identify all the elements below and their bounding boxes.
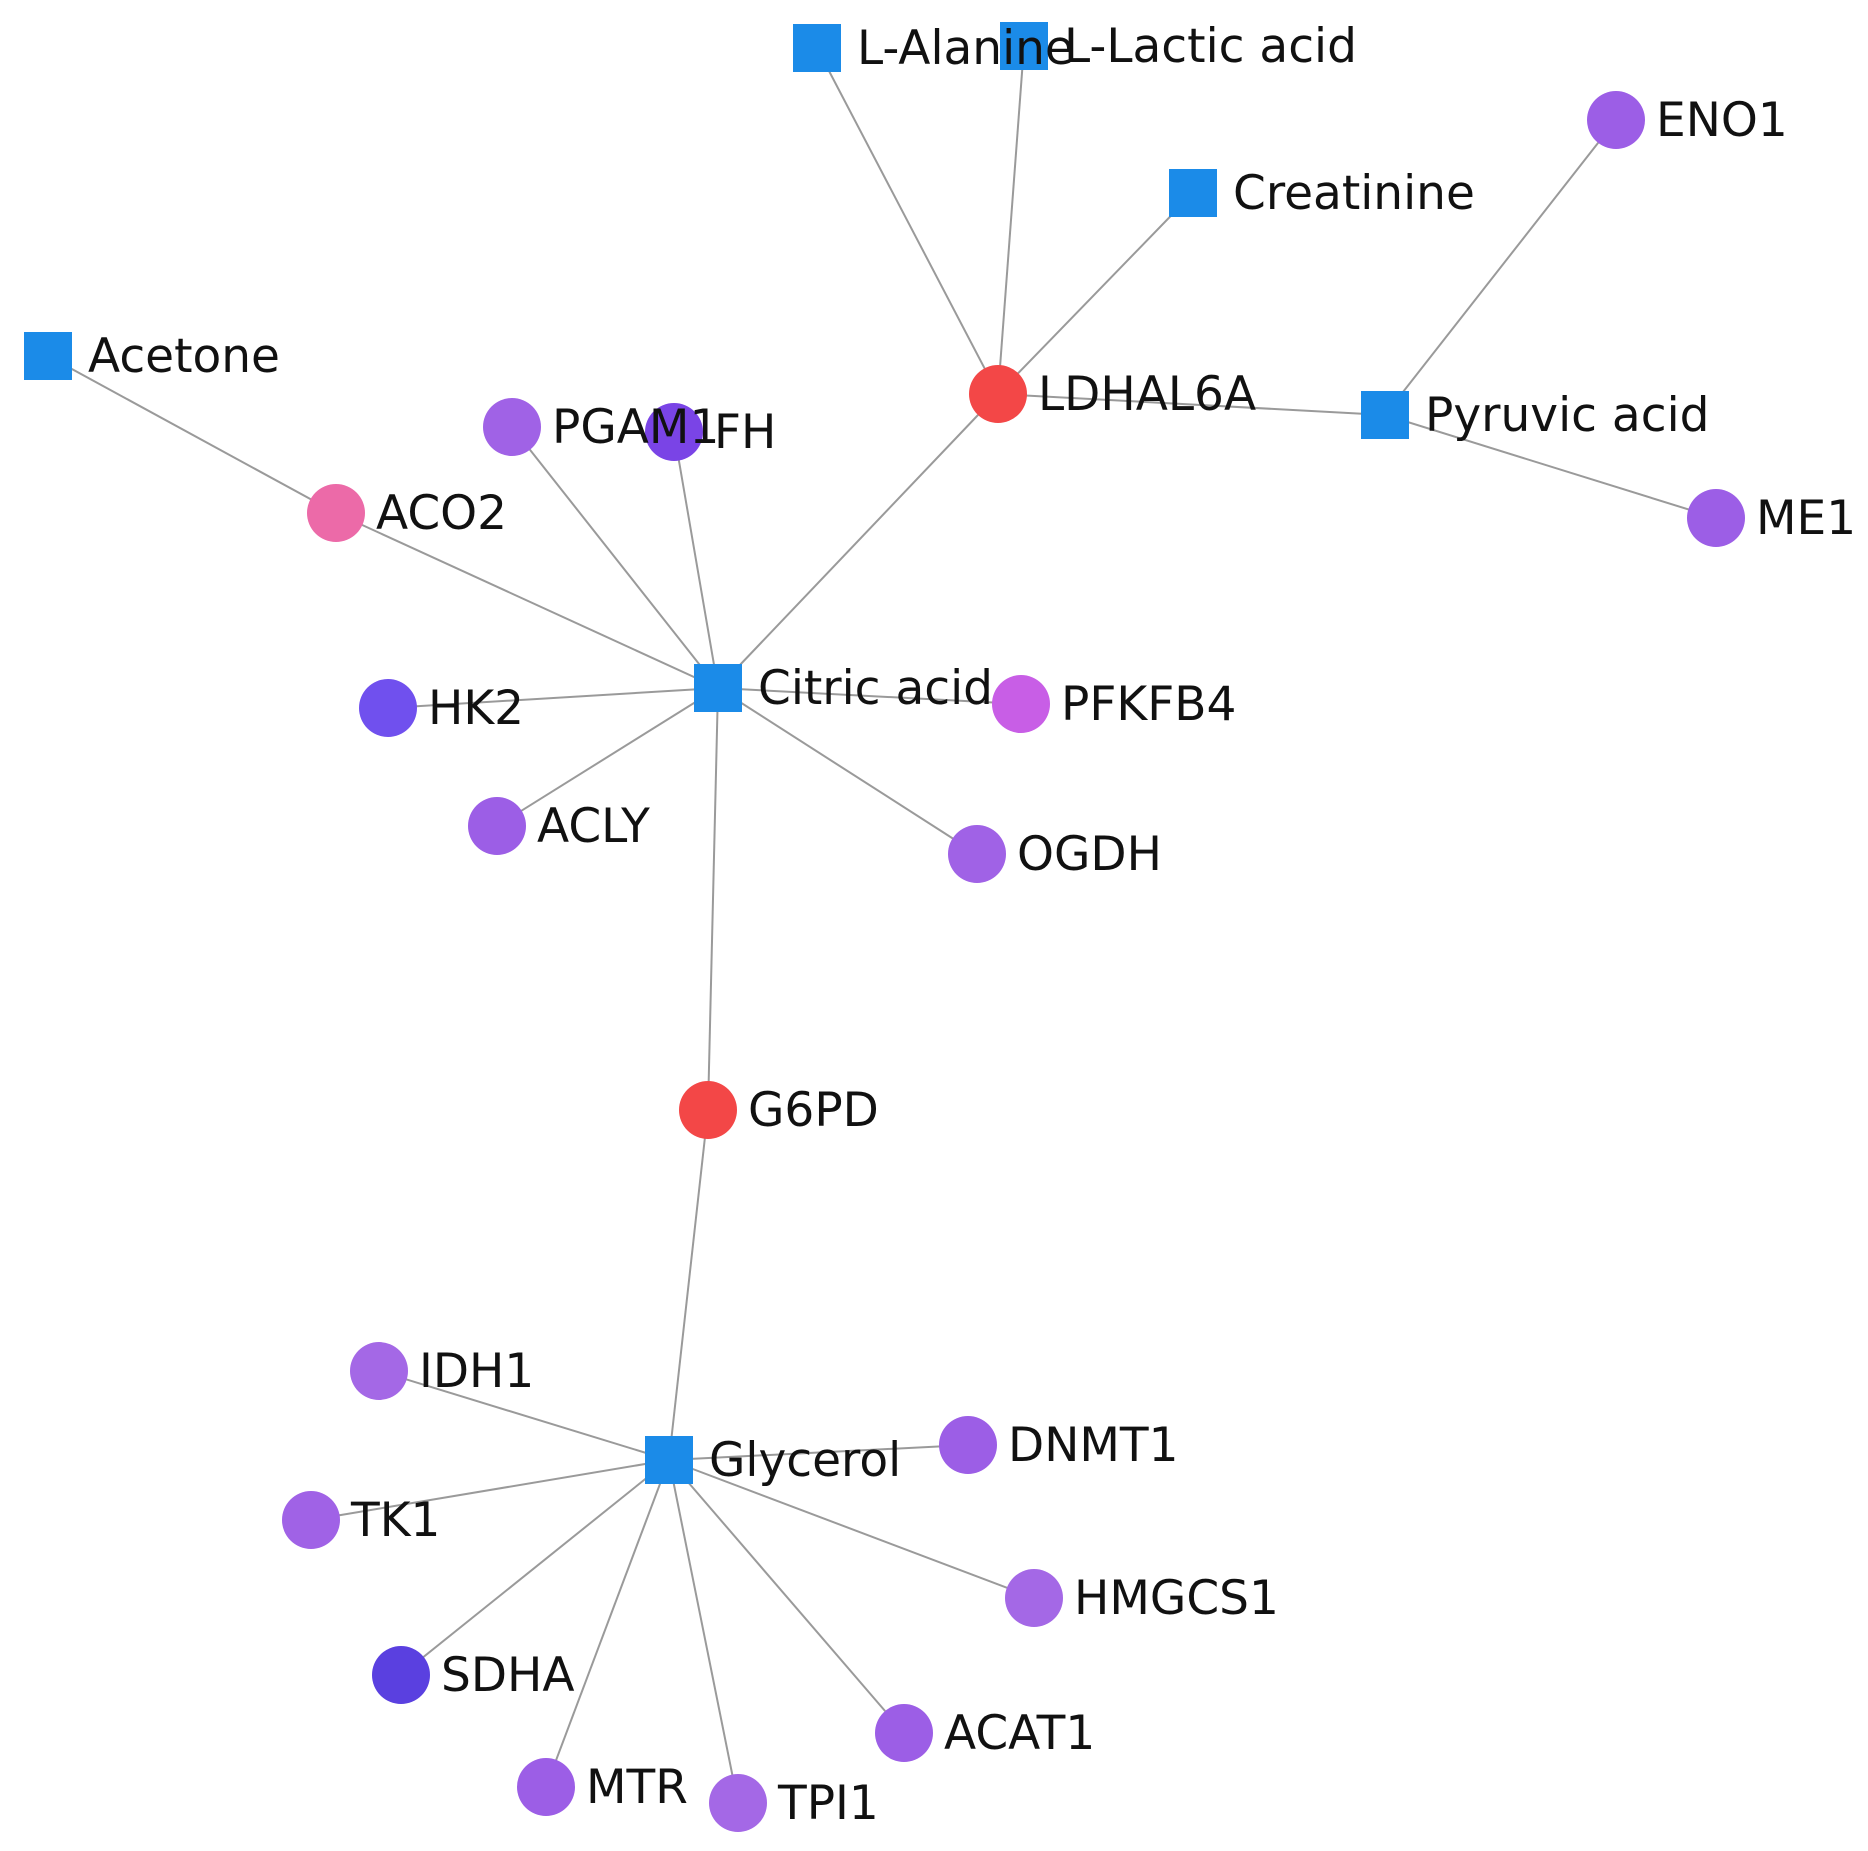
edge-ldhal6a-creatinine xyxy=(997,192,1194,395)
node-label-glycerol: Glycerol xyxy=(709,1433,901,1488)
edge-aco2-citric-acid xyxy=(335,512,719,689)
gene-node-idh1 xyxy=(350,1342,408,1400)
node-label-fh: FH xyxy=(714,405,776,460)
node-label-acat1: ACAT1 xyxy=(944,1706,1095,1761)
gene-node-hk2 xyxy=(359,679,417,737)
edge-fh-citric-acid xyxy=(673,431,719,689)
edge-pyruvic-acid-eno1 xyxy=(1384,119,1617,416)
edge-idh1-glycerol xyxy=(378,1370,670,1461)
edge-hk2-citric-acid xyxy=(387,687,719,709)
gene-node-tpi1 xyxy=(709,1774,767,1832)
gene-node-tk1 xyxy=(282,1491,340,1549)
gene-node-acat1 xyxy=(875,1704,933,1762)
edge-dnmt1-glycerol xyxy=(668,1444,969,1461)
node-label-dnmt1: DNMT1 xyxy=(1008,1418,1179,1473)
node-label-sdha: SDHA xyxy=(441,1648,575,1703)
edge-pgam1-citric-acid xyxy=(511,426,719,689)
edge-pyruvic-acid-me1 xyxy=(1384,414,1717,519)
edge-citric-acid-g6pd xyxy=(707,687,719,1111)
edge-acly-citric-acid xyxy=(496,687,719,827)
metabolite-node-citric-acid xyxy=(694,664,742,712)
edge-ldhal6a-citric-acid xyxy=(717,393,999,689)
edge-layer xyxy=(47,45,1717,1804)
edge-mtr-glycerol xyxy=(545,1459,670,1788)
gene-node-sdha xyxy=(372,1646,430,1704)
node-label-hmgcs1: HMGCS1 xyxy=(1074,1571,1279,1626)
gene-node-dnmt1 xyxy=(939,1416,997,1474)
edge-acetone-aco2 xyxy=(47,355,337,514)
node-label-creatinine: Creatinine xyxy=(1233,166,1475,221)
node-label-idh1: IDH1 xyxy=(419,1344,534,1399)
edge-ldhal6a-pyruvic-acid xyxy=(997,393,1386,416)
metabolite-node-creatinine xyxy=(1169,169,1217,217)
edge-pfkfb4-citric-acid xyxy=(717,687,1022,705)
node-label-ldhal6a: LDHAL6A xyxy=(1038,367,1256,422)
edge-sdha-glycerol xyxy=(400,1459,670,1676)
gene-node-acly xyxy=(468,797,526,855)
gene-node-g6pd xyxy=(679,1081,737,1139)
edge-acat1-glycerol xyxy=(668,1459,905,1734)
gene-node-aco2 xyxy=(307,484,365,542)
node-layer xyxy=(24,22,1745,1832)
node-label-l-lactic-acid: L-Lactic acid xyxy=(1064,19,1357,74)
node-label-citric-acid: Citric acid xyxy=(758,661,993,716)
gene-node-eno1 xyxy=(1587,91,1645,149)
gene-node-mtr xyxy=(517,1758,575,1816)
gene-node-pgam1 xyxy=(483,398,541,456)
gene-node-hmgcs1 xyxy=(1005,1569,1063,1627)
metabolite-node-acetone xyxy=(24,332,72,380)
node-label-tpi1: TPI1 xyxy=(777,1776,879,1831)
node-label-acetone: Acetone xyxy=(88,329,280,384)
metabolite-node-glycerol xyxy=(645,1436,693,1484)
node-label-g6pd: G6PD xyxy=(748,1083,879,1138)
node-label-eno1: ENO1 xyxy=(1656,93,1788,148)
node-label-aco2: ACO2 xyxy=(376,486,507,541)
node-label-pfkfb4: PFKFB4 xyxy=(1061,677,1236,732)
gene-node-ldhal6a xyxy=(969,365,1027,423)
edge-ldhal6a-l-alanine xyxy=(816,47,999,395)
gene-node-me1 xyxy=(1687,489,1745,547)
gene-node-pfkfb4 xyxy=(992,675,1050,733)
edge-ldhal6a-l-lactic-acid xyxy=(997,45,1025,395)
edge-tpi1-glycerol xyxy=(668,1459,739,1804)
metabolite-node-pyruvic-acid xyxy=(1361,391,1409,439)
node-label-ogdh: OGDH xyxy=(1017,827,1162,882)
edge-hmgcs1-glycerol xyxy=(668,1459,1035,1599)
metabolite-node-l-lactic-acid xyxy=(1000,22,1048,70)
node-label-acly: ACLY xyxy=(537,799,650,854)
edge-tk1-glycerol xyxy=(310,1459,670,1521)
metabolite-node-l-alanine xyxy=(793,24,841,72)
node-label-mtr: MTR xyxy=(586,1760,688,1815)
node-label-l-alanine: L-Alanine xyxy=(857,21,1074,76)
node-label-hk2: HK2 xyxy=(428,681,524,736)
gene-node-ogdh xyxy=(948,825,1006,883)
edge-g6pd-glycerol xyxy=(668,1109,709,1461)
node-label-me1: ME1 xyxy=(1756,491,1856,546)
node-label-tk1: TK1 xyxy=(350,1493,440,1548)
node-label-pyruvic-acid: Pyruvic acid xyxy=(1425,388,1709,443)
node-label-pgam1: PGAM1 xyxy=(552,400,719,455)
gene-node-fh xyxy=(645,403,703,461)
edge-ogdh-citric-acid xyxy=(717,687,978,855)
